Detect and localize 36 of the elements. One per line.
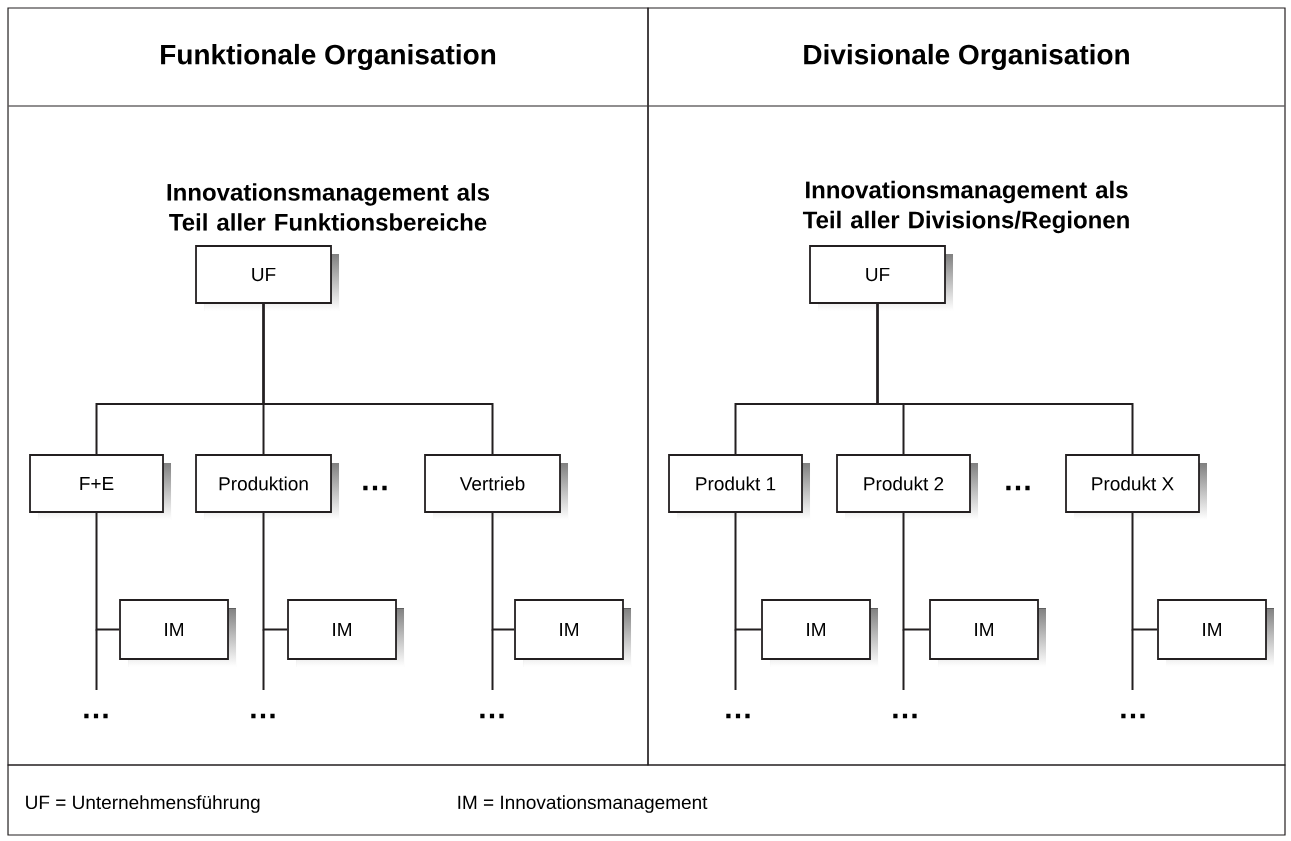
org-box: Produktion	[195, 454, 339, 520]
org-box: IM	[929, 599, 1046, 667]
org-box: UF	[809, 245, 953, 311]
connector	[491, 511, 516, 631]
connector	[95, 511, 121, 631]
org-box: UF	[195, 245, 339, 311]
ellipsis: …	[251, 713, 275, 719]
ellipsis: …	[363, 485, 387, 491]
org-box: IM	[761, 599, 878, 667]
ellipsis: …	[1121, 713, 1145, 719]
panel-subtitle: Innovationsmanagement als Teil aller Divisions/Regionen	[802, 180, 1129, 234]
connector	[876, 302, 1134, 456]
org-box: IM	[514, 599, 631, 667]
connector	[262, 511, 289, 631]
legend-text: IM = Innovationsmanagement	[458, 795, 708, 813]
connector	[1131, 511, 1159, 631]
connector	[262, 302, 494, 456]
org-box: Vertrieb	[424, 454, 568, 520]
connector	[902, 511, 931, 631]
ellipsis: …	[726, 713, 750, 719]
legend-text: UF = Unternehmensführung	[26, 795, 260, 813]
panel-heading: Divisionale Organisation	[804, 43, 1129, 71]
ellipsis: …	[84, 713, 108, 719]
org-box: IM	[119, 599, 236, 667]
ellipsis: …	[1006, 485, 1030, 491]
panel-heading: Funktionale Organisation	[161, 43, 496, 71]
org-box: F+E	[29, 454, 171, 520]
org-box: Produkt 1	[668, 454, 810, 520]
org-box: IM	[1157, 599, 1274, 667]
panel-subtitle: Innovationsmanagement als Teil aller Funktionsbereiche	[167, 183, 490, 231]
connector	[734, 511, 763, 631]
org-box: IM	[287, 599, 404, 667]
ellipsis: …	[893, 713, 917, 719]
org-box: Produkt 2	[836, 454, 978, 520]
ellipsis: …	[480, 713, 504, 719]
org-box: Produkt X	[1065, 454, 1207, 520]
